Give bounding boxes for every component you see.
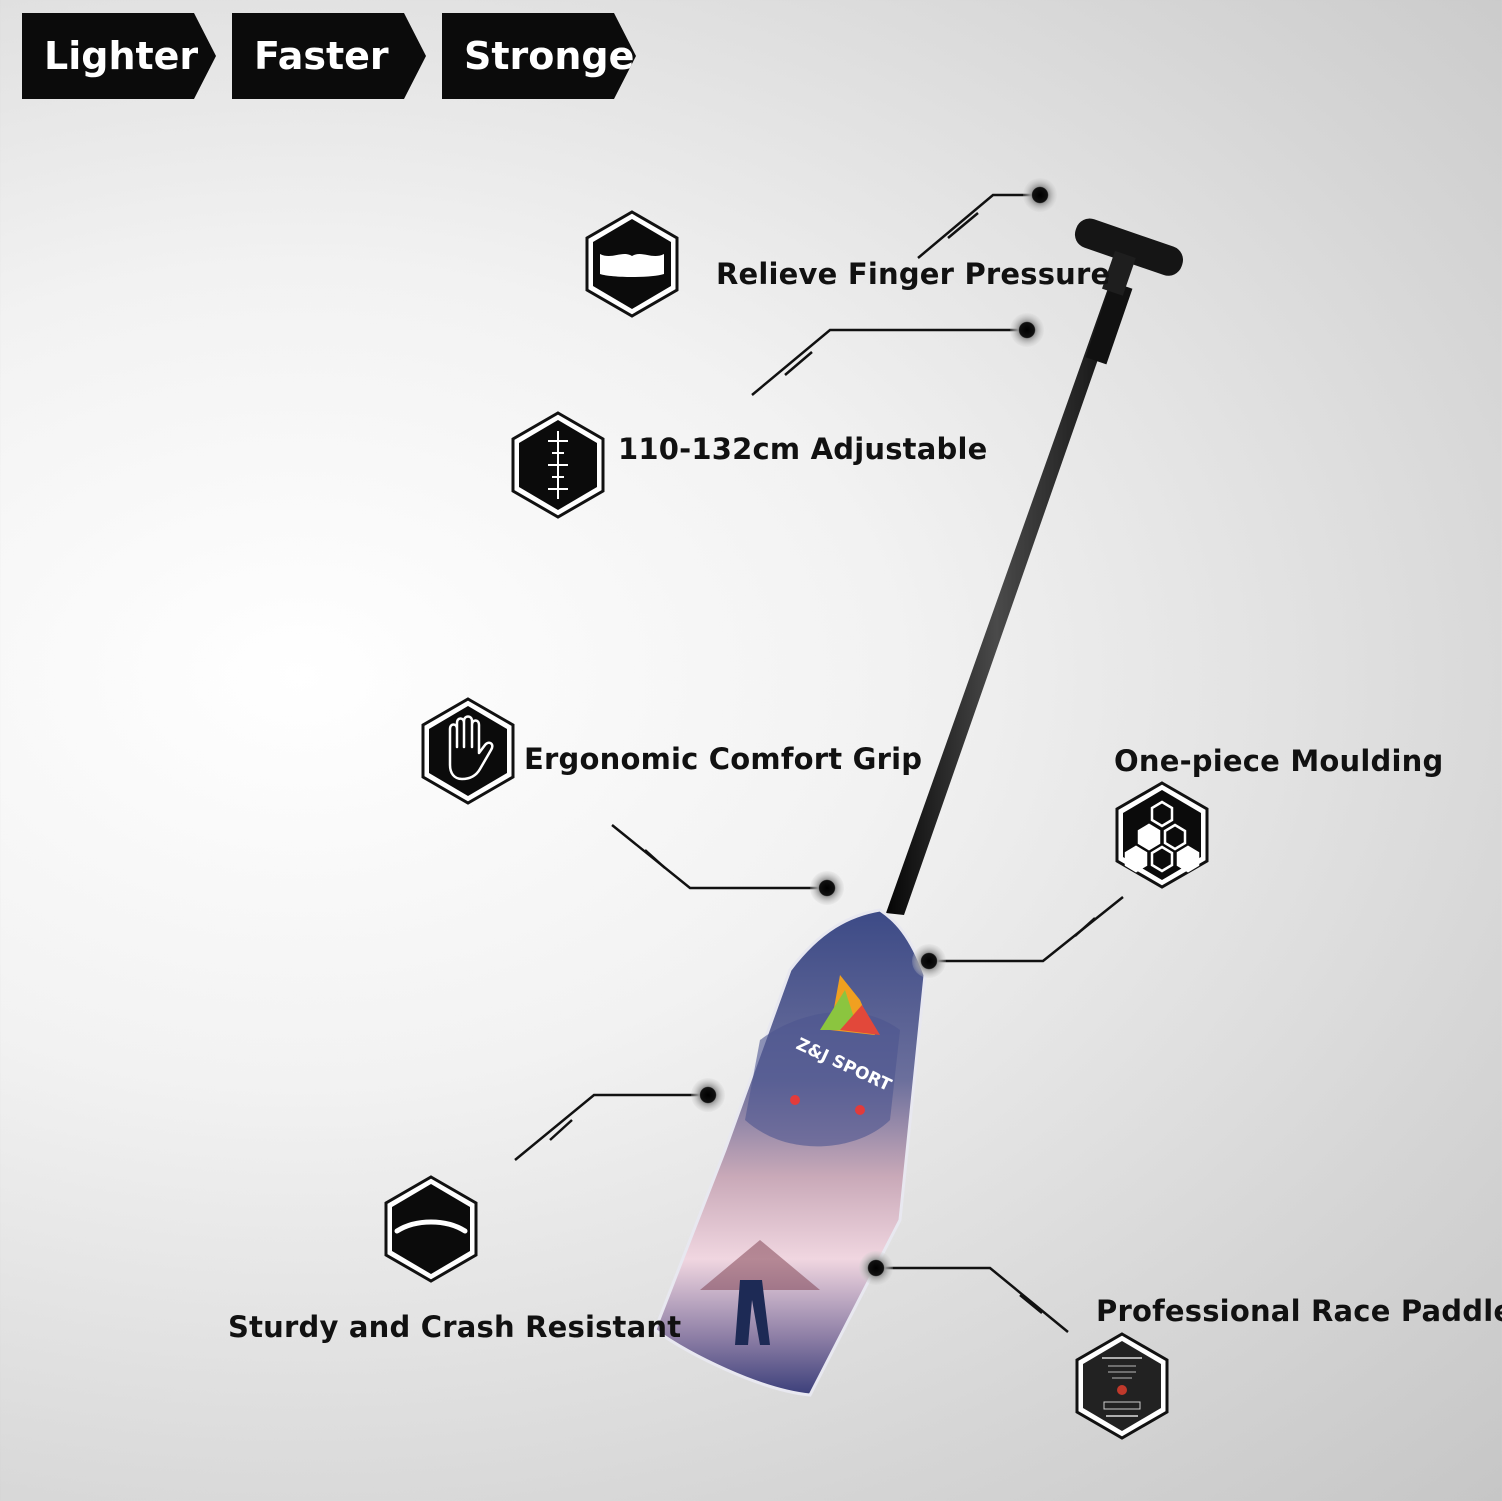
tag-lighter-label: Lighter — [44, 34, 199, 78]
tag-stronger: Stronger — [442, 13, 636, 99]
certificate-label-icon — [1075, 1332, 1169, 1440]
feature-race: Professional Race Paddles — [1096, 1294, 1502, 1328]
callout-dots — [691, 178, 1057, 1285]
feature-grip: Ergonomic Comfort Grip — [524, 742, 923, 776]
arc-icon — [384, 1175, 478, 1283]
brand-leaf-icon — [840, 1005, 880, 1035]
blade-figure-art — [735, 1280, 770, 1345]
finger-pressure-icon — [585, 210, 679, 318]
tag-faster-label: Faster — [254, 34, 389, 78]
feature-finger-pressure: Relieve Finger Pressure — [716, 257, 1111, 291]
dragon-eye — [790, 1095, 800, 1105]
brand-leaf-icon — [820, 990, 858, 1030]
tag-stronger-label: Stronger — [464, 34, 654, 78]
paddle-blade — [653, 908, 927, 1397]
ruler-icon — [511, 411, 605, 519]
paddle-shaft — [886, 260, 1132, 915]
t-grip — [1074, 218, 1184, 296]
feature-moulding: One-piece Moulding — [1114, 744, 1444, 778]
hand-icon — [421, 697, 515, 805]
honeycomb-icon — [1115, 781, 1209, 889]
feature-adjustable: 110-132cm Adjustable — [618, 432, 988, 466]
tag-lighter: Lighter — [22, 13, 216, 99]
tag-faster: Faster — [232, 13, 426, 99]
adjuster-collar — [1085, 281, 1133, 365]
dragon-eye — [855, 1105, 865, 1115]
feature-sturdy: Sturdy and Crash Resistant — [228, 1310, 682, 1344]
blade-mountain-art — [700, 1240, 820, 1290]
